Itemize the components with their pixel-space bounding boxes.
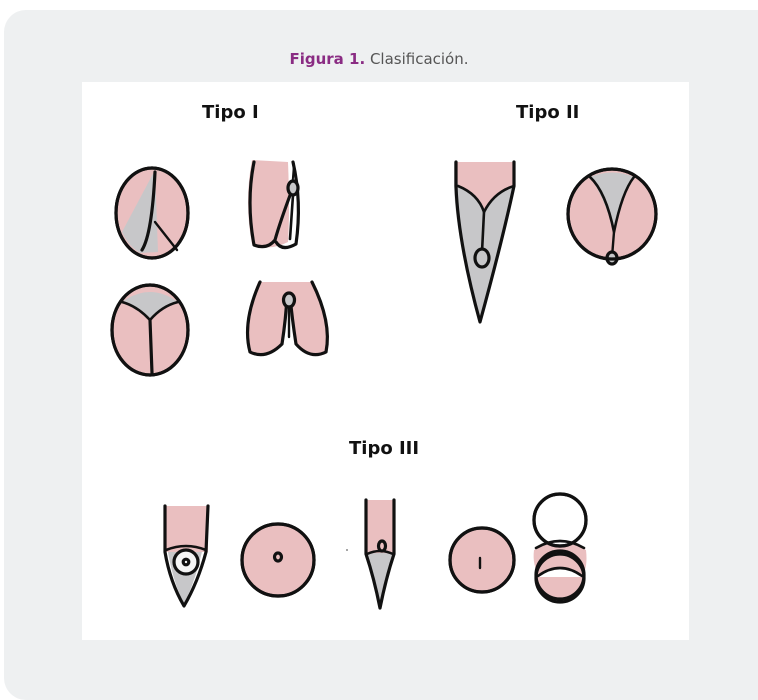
group-label-tipo-i: Tipo I	[202, 102, 259, 123]
tipo-ii-diagram-1	[454, 162, 514, 322]
tipo-i-diagram-4	[247, 282, 327, 356]
tipo-iii-diagram-1	[164, 506, 208, 606]
figure-caption: Figura 1. Clasificación.	[0, 50, 758, 68]
tipo-iii-diagram-2	[242, 524, 314, 596]
figure-canvas: Tipo I Tipo II Tipo III	[82, 82, 689, 640]
classification-illustration	[82, 82, 689, 640]
tipo-iii-diagram-4	[450, 528, 514, 592]
tipo-ii-diagram-2	[568, 169, 656, 264]
tipo-iii-diagram-3	[366, 500, 394, 608]
tipo-iii-diagram-5	[534, 494, 587, 602]
group-label-tipo-ii: Tipo II	[516, 102, 579, 123]
tipo-i-diagram-1	[116, 168, 188, 258]
figure-caption-text: Clasificación.	[365, 50, 468, 68]
tipo-i-diagram-3	[112, 285, 188, 375]
figure-caption-label: Figura 1.	[289, 50, 365, 68]
group-label-tipo-iii: Tipo III	[349, 438, 419, 459]
tipo-i-diagram-2	[248, 160, 298, 248]
